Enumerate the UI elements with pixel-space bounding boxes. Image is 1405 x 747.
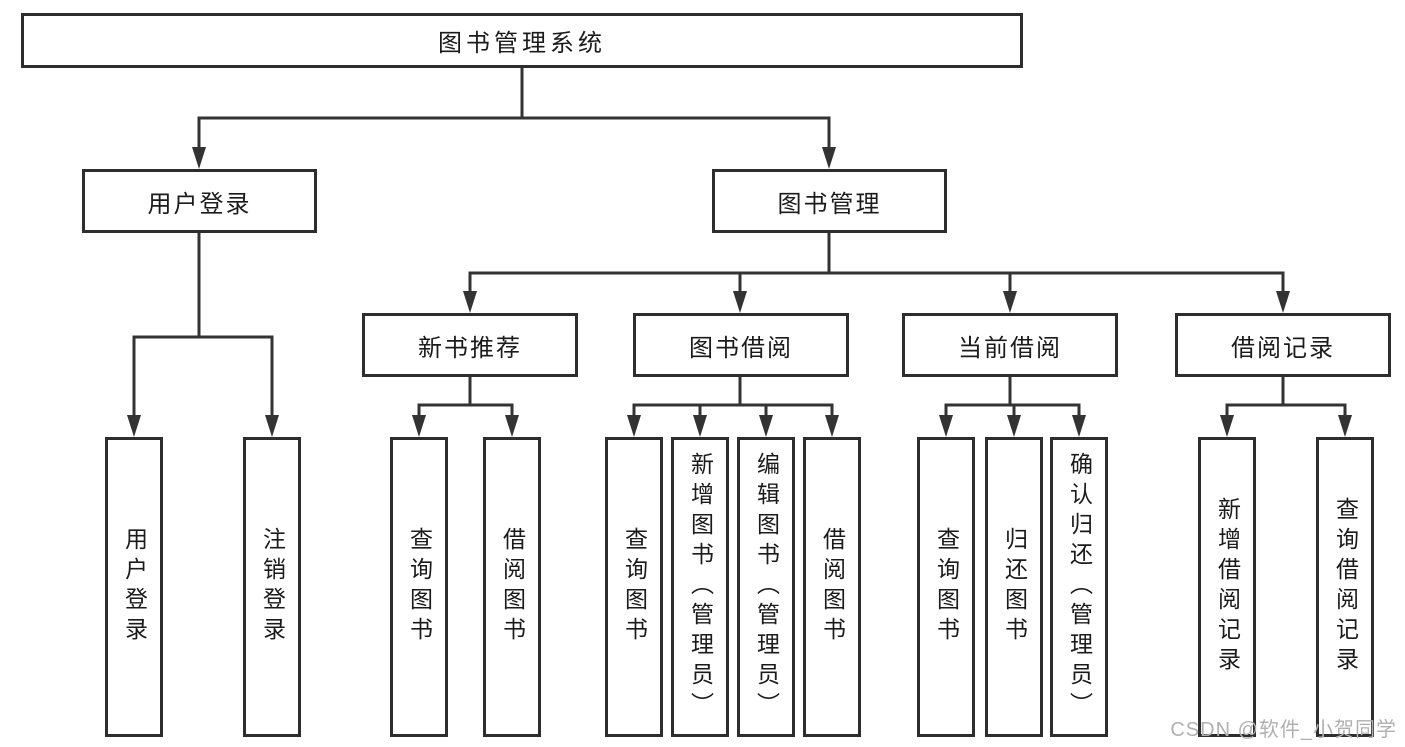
arrowheads	[127, 147, 1352, 437]
edge-user-login-to-leaves	[132, 231, 274, 419]
leaf-query-borrow-record: 查询借阅记录	[1316, 437, 1374, 737]
edge-book-borrowing-to-leaves	[632, 375, 834, 419]
leaf-confirm-return-admin: 确认归还（管理员）	[1050, 437, 1108, 737]
node-new-book-recommend: 新书推荐	[362, 313, 578, 377]
leaf-query-books-current: 查询图书	[917, 437, 975, 737]
arrowhead	[127, 415, 141, 437]
leaf-borrow-books-recommend: 借阅图书	[483, 437, 541, 737]
arrowhead	[939, 415, 953, 437]
edge-book-management-to-level3	[468, 231, 1285, 295]
leaf-logout-login: 注销登录	[243, 437, 301, 737]
leaf-return-books: 归还图书	[985, 437, 1043, 737]
leaf-add-books-admin: 新增图书（管理员）	[671, 437, 729, 737]
arrowhead	[1007, 415, 1021, 437]
leaf-user-login: 用户登录	[105, 437, 163, 737]
arrowhead	[192, 147, 206, 169]
connector-edges	[132, 66, 1347, 419]
node-label: 当前借阅	[958, 334, 1062, 362]
node-label: 查询图书	[621, 527, 648, 647]
arrowhead	[505, 415, 519, 437]
node-label: 确认归还（管理员）	[1066, 452, 1093, 722]
node-label: 借阅图书	[819, 527, 846, 647]
node-label: 用户登录	[121, 527, 148, 647]
node-label: 归还图书	[1001, 527, 1028, 647]
arrowhead	[733, 291, 747, 313]
arrowhead	[1072, 415, 1086, 437]
arrowhead	[412, 415, 426, 437]
arrowhead	[463, 291, 477, 313]
node-label: 新增借阅记录	[1214, 497, 1241, 677]
arrowhead	[1338, 415, 1352, 437]
csdn-watermark: CSDN @软件_小贺同学	[1170, 719, 1397, 741]
arrowhead	[265, 415, 279, 437]
arrowhead	[1276, 291, 1290, 313]
leaf-query-books-borrowing: 查询图书	[605, 437, 663, 737]
node-borrow-records: 借阅记录	[1175, 313, 1391, 377]
edge-root-to-level2	[197, 66, 831, 151]
node-label: 图书管理	[777, 190, 882, 218]
node-label: 编辑图书（管理员）	[753, 452, 780, 722]
arrowhead	[822, 147, 836, 169]
edge-current-borrowing-to-leaves	[944, 375, 1081, 419]
arrowhead	[759, 415, 773, 437]
arrowhead	[1220, 415, 1234, 437]
edge-new-book-recommend-to-leaves	[417, 375, 514, 419]
leaf-borrow-books-borrowing: 借阅图书	[803, 437, 861, 737]
node-label: 借阅记录	[1231, 334, 1335, 362]
leaf-edit-books-admin: 编辑图书（管理员）	[737, 437, 795, 737]
node-book-borrowing: 图书借阅	[633, 313, 849, 377]
node-label: 注销登录	[259, 527, 286, 647]
node-label: 查询借阅记录	[1332, 497, 1359, 677]
leaf-query-books-recommend: 查询图书	[390, 437, 448, 737]
leaf-add-borrow-record: 新增借阅记录	[1198, 437, 1256, 737]
node-user-login: 用户登录	[82, 169, 317, 233]
edge-borrow-records-to-leaves	[1225, 375, 1347, 419]
arrowhead	[693, 415, 707, 437]
arrowhead	[825, 415, 839, 437]
node-label: 图书借阅	[689, 334, 793, 362]
node-label: 用户登录	[147, 190, 252, 218]
node-label: 图书管理系统	[438, 30, 606, 57]
node-label: 借阅图书	[499, 527, 526, 647]
arrowhead	[627, 415, 641, 437]
node-label: 新书推荐	[418, 334, 522, 362]
node-library-management-system: 图书管理系统	[21, 13, 1023, 68]
node-label: 查询图书	[933, 527, 960, 647]
node-book-management: 图书管理	[712, 169, 947, 233]
arrowhead	[1003, 291, 1017, 313]
node-label: 查询图书	[406, 527, 433, 647]
node-label: 新增图书（管理员）	[687, 452, 714, 722]
node-current-borrowing: 当前借阅	[902, 313, 1118, 377]
